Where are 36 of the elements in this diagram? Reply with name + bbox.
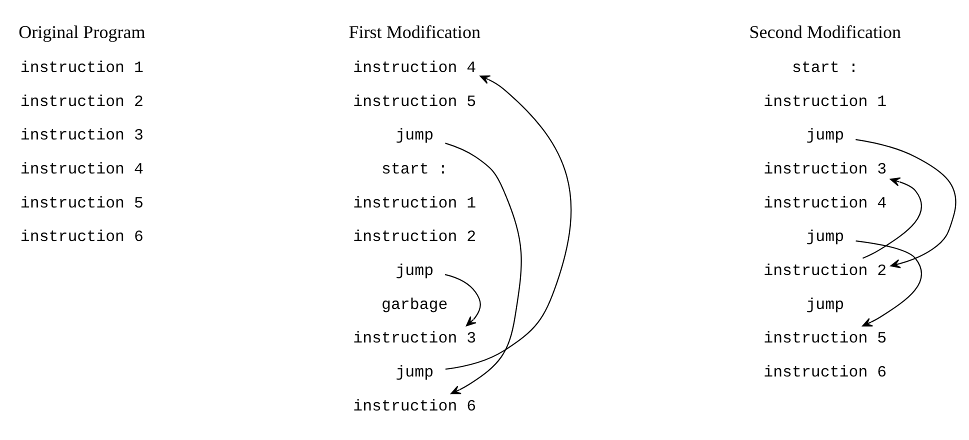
node-text: start :	[792, 58, 858, 77]
node-text: instruction 3	[352, 330, 476, 348]
arrow	[444, 142, 522, 394]
node-text: instruction 2	[352, 228, 476, 246]
node-text: instruction 5	[352, 92, 476, 111]
node-text: instruction 2	[20, 92, 143, 111]
node-text: jump	[395, 363, 434, 382]
arrow	[855, 240, 922, 326]
node-text: instruction 5	[20, 194, 143, 212]
arrow	[855, 139, 956, 268]
node-text: garbage	[381, 296, 448, 314]
node-text: jump	[395, 126, 434, 145]
arrow	[862, 177, 922, 259]
node-text: jump	[395, 262, 434, 280]
node-text: instruction 4	[763, 194, 886, 212]
label: Original Program	[18, 22, 145, 42]
node-text: jump	[806, 126, 844, 145]
label: First Modification	[348, 22, 480, 42]
arrow	[444, 75, 572, 370]
node-text: instruction 5	[763, 330, 886, 348]
node-text: jump	[806, 296, 844, 314]
node-text: instruction 6	[763, 363, 886, 382]
label: Second Modification	[748, 22, 901, 42]
arrow	[444, 274, 480, 326]
node-text: instruction 1	[763, 92, 886, 111]
node-text: start :	[381, 160, 448, 178]
node-text: instruction 2	[763, 262, 886, 280]
node-text: jump	[806, 228, 844, 246]
node-text: instruction 3	[763, 160, 886, 178]
node-text: instruction 1	[20, 58, 143, 77]
node-text: instruction 3	[20, 126, 143, 145]
node-text: instruction 1	[352, 194, 476, 212]
node-text: instruction 4	[20, 160, 143, 178]
node-text: instruction 6	[352, 397, 476, 416]
node-text: instruction 4	[352, 58, 476, 77]
node-text: instruction 6	[20, 228, 143, 246]
